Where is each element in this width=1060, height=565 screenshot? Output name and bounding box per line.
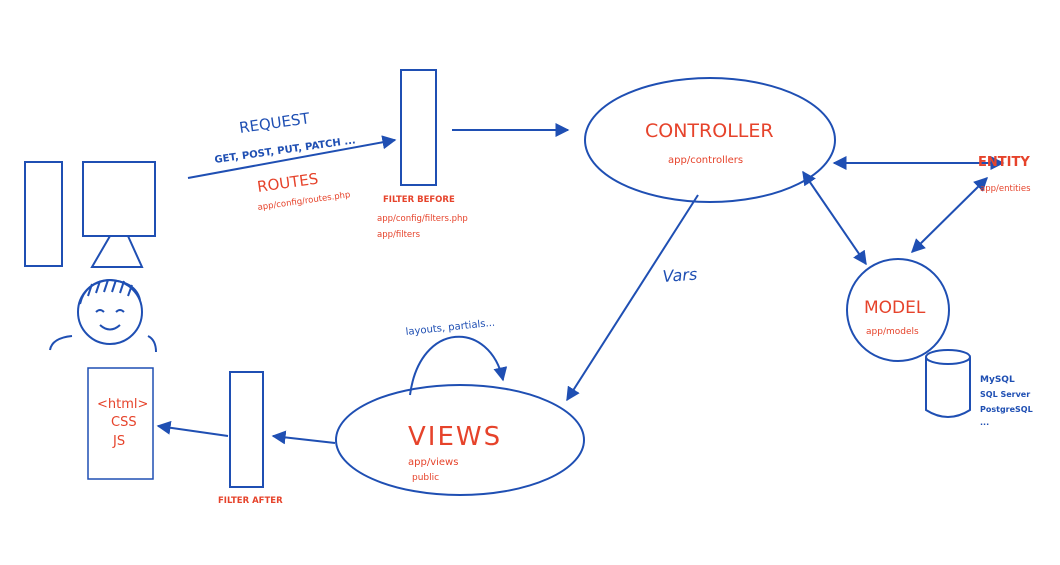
views-to-filter-arrow (271, 430, 336, 445)
monitor-stand-icon (90, 235, 144, 268)
output-document-box (87, 367, 154, 480)
controller-model-arrow (802, 170, 867, 266)
output-js: JS (112, 434, 125, 449)
filter-before-path1: app/config/filters.php (377, 214, 468, 224)
model-circle (846, 258, 950, 362)
routes-title: ROUTES (256, 170, 319, 196)
request-title: REQUEST (238, 109, 311, 137)
db-item-postgresql: PostgreSQL (980, 405, 1033, 414)
user-computer-icon (24, 161, 157, 353)
monitor-icon (82, 161, 156, 237)
entity-model-arrow (911, 177, 988, 253)
entity-path: app/entities (980, 184, 1031, 194)
views-loop-label: layouts, partials... (405, 318, 495, 338)
vars-label: Vars (662, 265, 698, 286)
filter-to-output-arrow (156, 420, 229, 437)
output-html: <html> (97, 397, 148, 412)
filter-after-title: FILTER AFTER (218, 496, 283, 506)
db-item-sqlserver: SQL Server (980, 390, 1030, 399)
filter-before-title: FILTER BEFORE (383, 195, 455, 205)
request-arrow (187, 135, 397, 179)
model-path: app/models (866, 327, 919, 337)
controller-path: app/controllers (668, 155, 743, 166)
filter-before-box (400, 69, 437, 186)
pc-tower-icon (24, 161, 63, 267)
db-item-more: ... (980, 418, 989, 427)
controller-ellipse (584, 77, 836, 203)
views-path2: public (412, 473, 439, 483)
controller-title: CONTROLLER (645, 120, 774, 142)
user-face-icon (49, 278, 157, 353)
views-ellipse (335, 384, 585, 496)
model-title: MODEL (864, 298, 926, 318)
views-loop-arrow (409, 335, 508, 396)
db-item-mysql: MySQL (980, 375, 1015, 385)
vars-arrow (566, 194, 699, 402)
views-title: VIEWS (408, 422, 502, 452)
entity-title: ENTITY (978, 155, 1030, 170)
filter-after-box (229, 371, 264, 488)
views-path1: app/views (408, 457, 458, 468)
output-css: CSS (111, 415, 137, 430)
database-icon (925, 349, 971, 418)
filter-before-path2: app/filters (377, 230, 421, 240)
